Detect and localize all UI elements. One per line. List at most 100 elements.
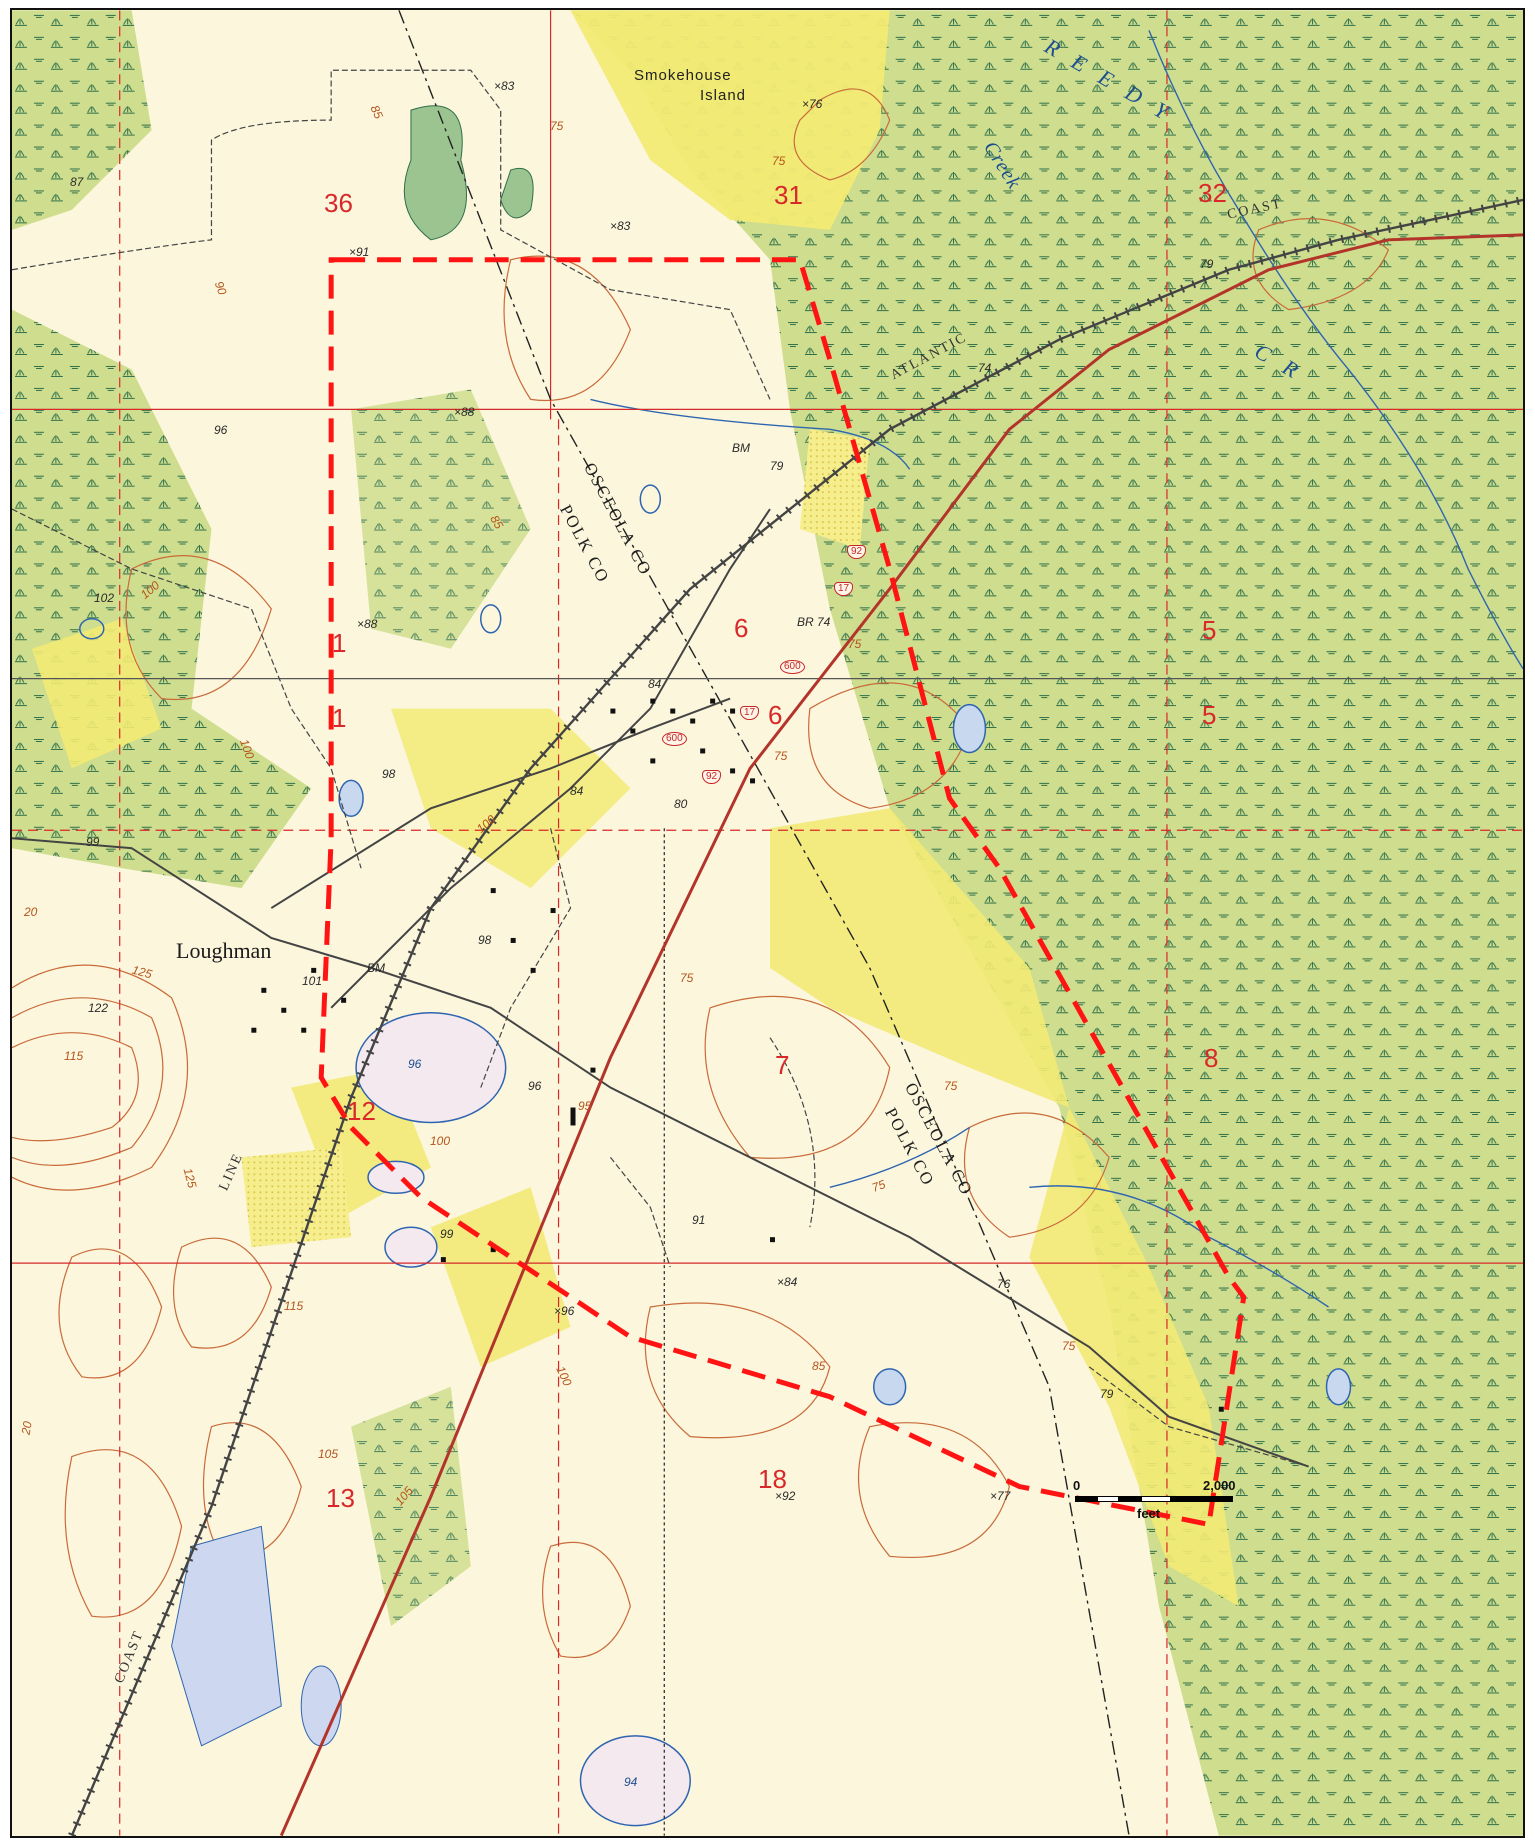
marsh-southwest	[351, 1386, 471, 1627]
scale-segment-5	[1171, 1496, 1233, 1502]
map-graphics	[12, 10, 1523, 1836]
vegetation-east-belt	[769, 808, 1070, 1108]
buildings	[251, 698, 1224, 1412]
us-route-92-shield-upper: 92	[847, 545, 867, 559]
elev-br74: BR 74	[797, 615, 831, 629]
contour-105a: 105	[318, 1447, 339, 1461]
scale-segment-3	[1119, 1496, 1141, 1502]
section-12: 12	[347, 1096, 376, 1126]
dotted-area-1	[799, 429, 870, 549]
contour-75a: 75	[550, 119, 564, 133]
contour-75e: 75	[680, 971, 694, 985]
marsh-northwest	[12, 10, 152, 230]
dotted-area-2	[241, 1147, 352, 1248]
elev-99b: 99	[440, 1227, 454, 1241]
vegetation-south	[430, 1187, 571, 1367]
section-8: 8	[1204, 1043, 1219, 1073]
railroad	[70, 198, 1523, 1836]
elev-84b: 84	[570, 784, 584, 798]
elev-91b: 91	[692, 1213, 706, 1227]
pond-4	[952, 703, 987, 754]
elev-74: 74	[978, 361, 992, 375]
elev-98a: 98	[382, 767, 396, 781]
elev-84a: 84	[648, 677, 662, 691]
section-13: 13	[326, 1483, 355, 1513]
us-route-17-shield-upper: 17	[834, 582, 854, 596]
section-5a: 5	[1202, 615, 1217, 645]
study-area-boundary	[318, 257, 1247, 1528]
swamp-blue	[171, 1525, 282, 1747]
state-route-600-shield-lower: 600	[662, 732, 687, 746]
pond-6	[1325, 1368, 1352, 1406]
section-31: 31	[774, 180, 803, 210]
state-route-600-shield-upper: 600	[780, 660, 805, 674]
scale-max: 2,000	[1203, 1478, 1236, 1493]
us-route-92-shield-lower: 92	[702, 770, 722, 784]
marsh-pond-north	[403, 105, 467, 241]
highway	[279, 233, 1523, 1836]
elev-76b: 76	[997, 1277, 1011, 1291]
place-loughman: Loughman	[176, 938, 272, 963]
elev-102: 102	[94, 591, 115, 605]
vegetation-southeast	[1029, 1107, 1239, 1607]
marsh-east	[570, 10, 1523, 1836]
elev-92: ×92	[775, 1489, 796, 1503]
section-6a: 6	[734, 613, 749, 643]
pond-5	[872, 1368, 907, 1406]
scale-segment-2	[1097, 1496, 1119, 1502]
vegetation-west	[31, 618, 162, 769]
contour-75c: 75	[848, 637, 862, 651]
contour-85c: 85	[812, 1359, 826, 1373]
lake-label-94: 94	[624, 1775, 638, 1789]
elev-96c: ×96	[554, 1304, 575, 1318]
elev-91a: ×91	[349, 245, 370, 259]
scale-zero: 0	[1073, 1478, 1081, 1493]
contour-115b: 115	[284, 1299, 304, 1313]
marsh-west	[12, 309, 312, 889]
bm-label-2: BM	[367, 961, 385, 975]
section-6b: 6	[768, 700, 783, 730]
contour-75g: 75	[1062, 1339, 1076, 1353]
place-smokehouse-line1: Smokehouse	[634, 67, 732, 84]
elev-98b: 98	[478, 933, 492, 947]
lake-96	[355, 1012, 507, 1124]
elev-122: 122	[88, 1001, 109, 1015]
scale-segment-4	[1141, 1496, 1171, 1502]
county-line	[398, 10, 1130, 1836]
pond-9	[79, 618, 105, 640]
elev-79c: 79	[1200, 257, 1214, 271]
elev-101: 101	[302, 974, 323, 988]
elev-bm79: 79	[770, 459, 784, 473]
place-smokehouse-line2: Island	[700, 87, 747, 104]
pond-10	[300, 1665, 342, 1747]
scale-unit: feet	[1137, 1506, 1161, 1521]
pond-7	[480, 604, 502, 634]
section-1a: 1	[332, 628, 347, 658]
us-route-17-shield-lower: 17	[740, 706, 760, 720]
roads	[12, 69, 1309, 1468]
contour-20b: 20	[18, 1420, 35, 1436]
elev-80: 80	[674, 797, 688, 811]
elev-84c: ×84	[777, 1275, 798, 1289]
elev-88a: ×88	[454, 405, 475, 419]
section-36: 36	[324, 188, 353, 218]
reedy-creek	[1148, 30, 1523, 670]
elev-87: 87	[70, 175, 84, 189]
contour-100c: 100	[430, 1134, 451, 1148]
elev-83b: ×83	[610, 219, 631, 233]
elev-96b: 96	[528, 1079, 542, 1093]
section-7: 7	[775, 1050, 790, 1080]
scale-segment-1	[1075, 1496, 1097, 1502]
elev-88b: ×88	[357, 617, 378, 631]
elev-79b: 79	[1100, 1387, 1114, 1401]
contour-75b: 75	[772, 154, 786, 168]
section-lines	[12, 10, 1523, 1836]
contour-20a: 20	[24, 905, 38, 919]
pond-8	[639, 484, 662, 514]
contour-95: 95	[578, 1099, 592, 1113]
bm-label-1: BM	[732, 441, 750, 455]
pond-3	[338, 779, 364, 818]
pond-2	[384, 1226, 438, 1268]
contour-75f: 75	[944, 1079, 958, 1093]
section-32: 32	[1198, 178, 1227, 208]
